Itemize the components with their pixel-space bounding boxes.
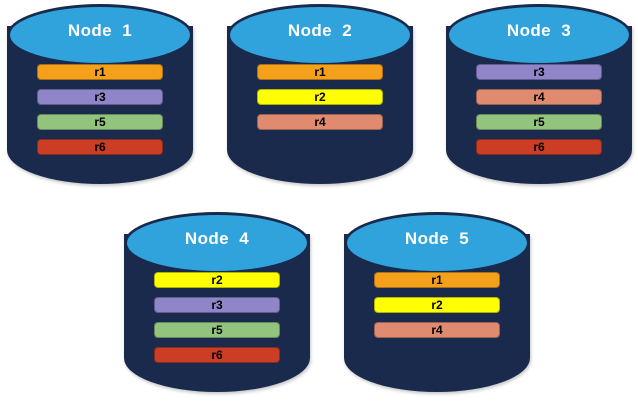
replica-bar-r4[interactable]: r4 xyxy=(476,89,602,105)
cylinder-top-icon xyxy=(7,4,193,66)
replica-label: r2 xyxy=(431,298,443,312)
replica-label: r3 xyxy=(533,65,545,79)
replica-list: r2 r3 r5 r6 xyxy=(124,272,310,372)
replica-label: r4 xyxy=(533,90,545,104)
replica-label: r3 xyxy=(211,298,223,312)
replica-label: r5 xyxy=(94,115,106,129)
replica-bar-r2[interactable]: r2 xyxy=(257,89,383,105)
replica-bar-r3[interactable]: r3 xyxy=(476,64,602,80)
replica-bar-r5[interactable]: r5 xyxy=(476,114,602,130)
replica-label: r5 xyxy=(533,115,545,129)
replica-bar-r3[interactable]: r3 xyxy=(37,89,163,105)
replica-bar-r2[interactable]: r2 xyxy=(154,272,280,288)
node-title: Node 4 xyxy=(184,229,250,248)
replica-list: r1 r2 r4 xyxy=(227,64,413,139)
replica-label: r1 xyxy=(94,65,106,79)
replica-bar-r1[interactable]: r1 xyxy=(257,64,383,80)
replica-bar-r6[interactable]: r6 xyxy=(154,347,280,363)
replica-label: r3 xyxy=(94,90,106,104)
cylinder-top-icon xyxy=(227,4,413,66)
replica-bar-r6[interactable]: r6 xyxy=(476,139,602,155)
replica-list: r3 r4 r5 r6 xyxy=(446,64,632,164)
cylinder-top-icon xyxy=(344,212,530,274)
replica-label: r2 xyxy=(314,90,326,104)
replica-label: r4 xyxy=(431,323,443,337)
replica-label: r1 xyxy=(431,273,443,287)
replica-label: r6 xyxy=(211,348,223,362)
replica-bar-r4[interactable]: r4 xyxy=(257,114,383,130)
replica-label: r6 xyxy=(94,140,106,154)
database-node-5[interactable]: Node 5 r1 r2 r4 xyxy=(344,212,530,392)
replica-bar-r5[interactable]: r5 xyxy=(154,322,280,338)
replica-bar-r4[interactable]: r4 xyxy=(374,322,500,338)
replica-bar-r5[interactable]: r5 xyxy=(37,114,163,130)
database-node-3[interactable]: Node 3 r3 r4 r5 r6 xyxy=(446,4,632,184)
replica-bar-r6[interactable]: r6 xyxy=(37,139,163,155)
node-title: Node 3 xyxy=(506,21,572,40)
replica-list: r1 r2 r4 xyxy=(344,272,530,347)
replica-label: r1 xyxy=(314,65,326,79)
replica-bar-r1[interactable]: r1 xyxy=(37,64,163,80)
database-node-2[interactable]: Node 2 r1 r2 r4 xyxy=(227,4,413,184)
node-title: Node 2 xyxy=(287,21,353,40)
node-title: Node 5 xyxy=(404,229,470,248)
replica-list: r1 r3 r5 r6 xyxy=(7,64,193,164)
database-node-4[interactable]: Node 4 r2 r3 r5 r6 xyxy=(124,212,310,392)
replica-bar-r3[interactable]: r3 xyxy=(154,297,280,313)
replica-bar-r2[interactable]: r2 xyxy=(374,297,500,313)
replica-label: r2 xyxy=(211,273,223,287)
database-node-1[interactable]: Node 1 r1 r3 r5 r6 xyxy=(7,4,193,184)
replica-bar-r1[interactable]: r1 xyxy=(374,272,500,288)
replica-label: r4 xyxy=(314,115,326,129)
replica-label: r6 xyxy=(533,140,545,154)
replica-label: r5 xyxy=(211,323,223,337)
node-title: Node 1 xyxy=(67,21,133,40)
